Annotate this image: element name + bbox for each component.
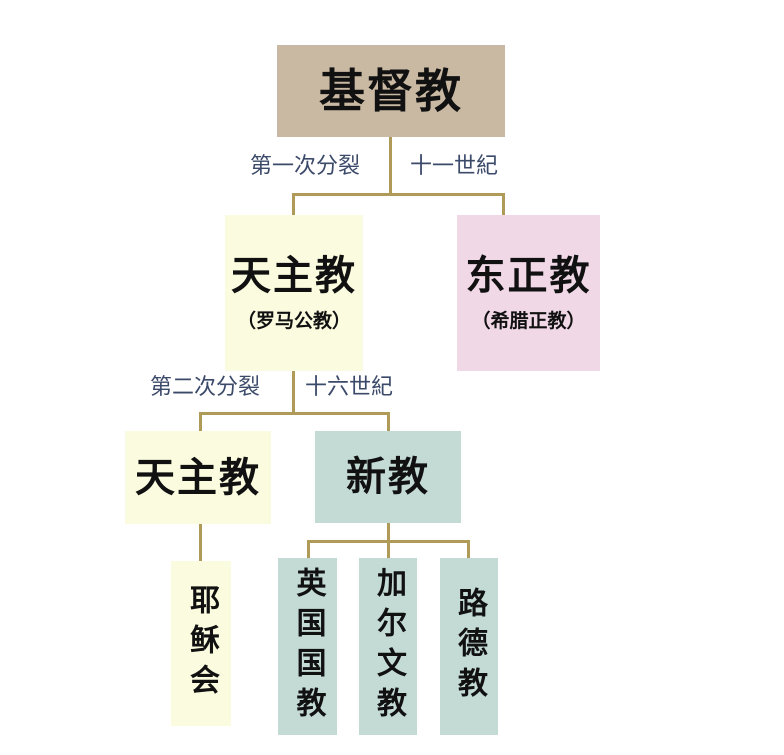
node-catholic-sub: （罗马公教） [236,309,351,332]
node-catholic-2: 天主教 [125,431,271,524]
node-catholic: 天主教 （罗马公教） [225,215,363,371]
connector-catholic-down [292,371,295,413]
node-catholic-2-label: 天主教 [135,453,261,501]
node-anglican-label: 英国国教 [290,566,326,727]
connector-catholic2-to-jesuits [199,524,202,561]
node-lutheran-label: 路德教 [452,586,487,707]
connector-to-lutheran [467,540,470,558]
node-christianity: 基督教 [277,45,505,137]
node-orthodox-sub: （希腊正教） [471,309,586,332]
node-protestant-label: 新教 [346,453,430,500]
node-catholic-label: 天主教 [231,251,357,299]
connector-root-down [389,137,392,195]
split1-left-label: 第一次分裂 [250,154,361,179]
node-lutheran: 路德教 [440,558,498,735]
node-calvinist: 加尔文教 [359,558,417,735]
connector-to-anglican [307,540,310,558]
node-orthodox-label: 东正教 [465,251,592,299]
split2-right-label: 十六世紀 [305,375,394,400]
connector-to-orthodox [502,193,505,215]
node-protestant: 新教 [315,431,461,523]
node-anglican: 英国国教 [278,558,337,735]
node-christianity-label: 基督教 [319,64,463,118]
connector-split1-horizontal [292,193,505,196]
split1-right-label: 十一世紀 [410,154,499,179]
node-jesuits-label: 耶稣会 [184,583,219,704]
connector-to-catholic [292,193,295,215]
connector-to-calvinist [387,540,390,558]
split2-left-label: 第二次分裂 [150,375,261,400]
connector-to-protestant [387,412,390,431]
node-orthodox: 东正教 （希腊正教） [457,215,600,371]
node-jesuits: 耶稣会 [171,561,231,726]
connector-protestant-down [387,523,390,542]
connector-to-catholic2 [199,412,202,431]
connector-split2-horizontal [199,412,390,415]
node-calvinist-label: 加尔文教 [371,566,406,727]
